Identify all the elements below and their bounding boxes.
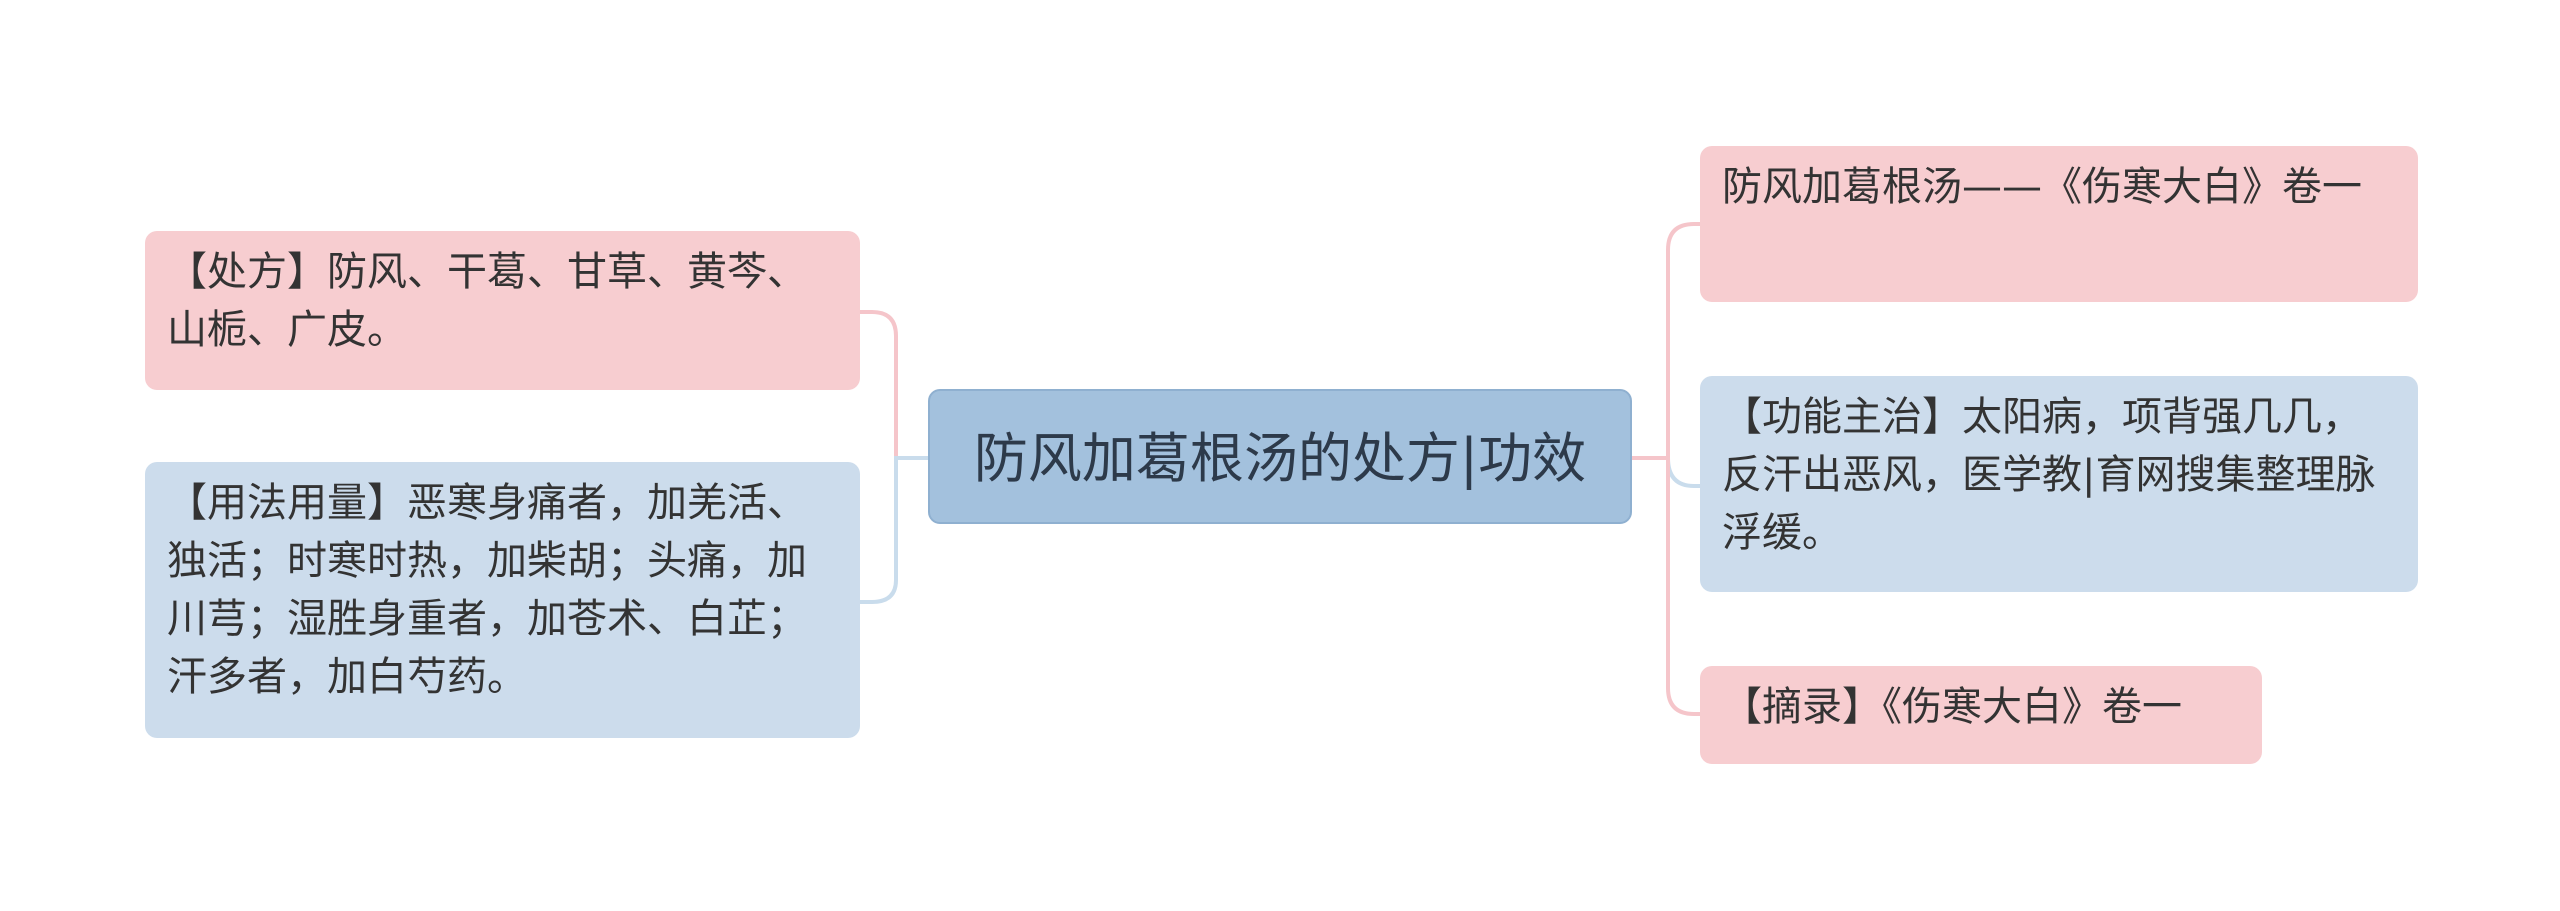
topic-source-title-text: 防风加葛根汤——《伤寒大白》卷一	[1722, 164, 2362, 210]
topic-excerpt-text: 【摘录】《伤寒大白》卷一	[1722, 684, 2182, 730]
topic-usage-dosage-text: 【用法用量】恶寒身痛者，加羌活、独活；时寒时热，加柴胡；头痛，加川芎；湿胜身重者…	[167, 480, 807, 700]
connector-right-1	[1632, 222, 1700, 460]
connector-left-2	[860, 456, 928, 604]
topic-usage-dosage[interactable]: 【用法用量】恶寒身痛者，加羌活、独活；时寒时热，加柴胡；头痛，加川芎；湿胜身重者…	[145, 462, 860, 738]
topic-prescription[interactable]: 【处方】防风、干葛、甘草、黄芩、山栀、广皮。	[145, 231, 860, 390]
connector-right-3	[1632, 456, 1700, 716]
topic-indications[interactable]: 【功能主治】太阳病，项背强几几，反汗出恶风，医学教|育网搜集整理脉浮缓。	[1700, 376, 2418, 592]
central-topic[interactable]: 防风加葛根汤的处方|功效	[928, 389, 1632, 524]
connector-left-1	[860, 310, 928, 460]
topic-excerpt[interactable]: 【摘录】《伤寒大白》卷一	[1700, 666, 2262, 764]
central-topic-label: 防风加葛根汤的处方|功效	[973, 427, 1587, 490]
topic-prescription-text: 【处方】防风、干葛、甘草、黄芩、山栀、广皮。	[167, 249, 807, 353]
topic-indications-text: 【功能主治】太阳病，项背强几几，反汗出恶风，医学教|育网搜集整理脉浮缓。	[1722, 394, 2376, 556]
topic-source-title[interactable]: 防风加葛根汤——《伤寒大白》卷一	[1700, 146, 2418, 302]
